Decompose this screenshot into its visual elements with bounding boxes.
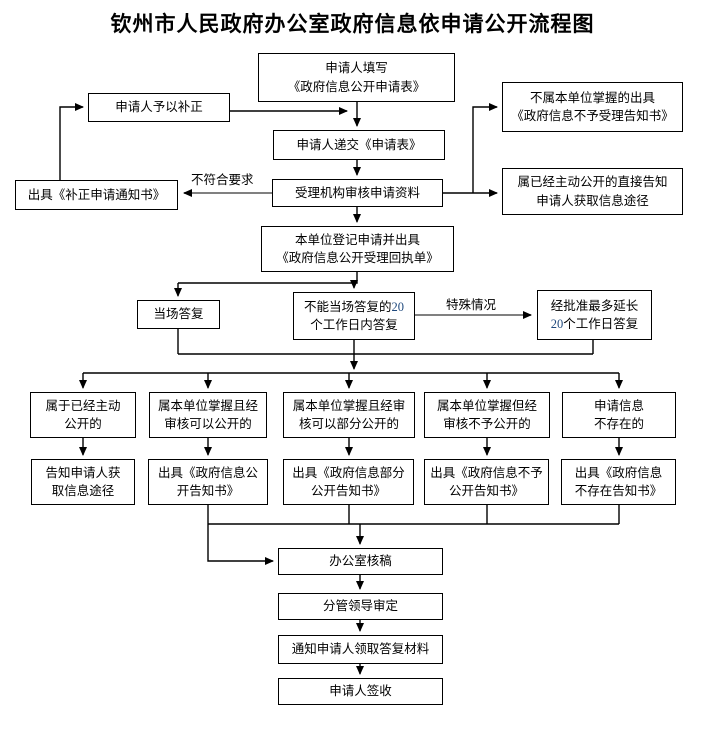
extend-20-post: 个工作日答复 <box>563 317 639 331</box>
black-connectors <box>59 102 623 675</box>
node-out-notexist-notice: 出具《政府信息 不存在告知书》 <box>561 459 676 505</box>
edge-label-not-conforming: 不符合要求 <box>191 173 254 187</box>
node-review-materials: 受理机构审核申请资料 <box>272 179 443 207</box>
extend-20-text: 经批准最多延长 20个工作日答复 <box>551 297 639 333</box>
gray-connectors <box>183 189 532 319</box>
node-already-public-direct-inform: 属已经主动公开的直接告知 申请人获取信息途径 <box>502 168 683 215</box>
node-not-held-notice: 不属本单位掌握的出具 《政府信息不予受理告知书》 <box>502 82 683 132</box>
node-leader-approve: 分管领导审定 <box>278 593 443 620</box>
node-cond-partial-open: 属本单位掌握且经审 核可以部分公开的 <box>283 392 415 438</box>
node-notify-collect: 通知申请人领取答复材料 <box>278 635 443 664</box>
edge-label-special-case: 特殊情况 <box>446 298 497 312</box>
reply-20-pre: 不能当场答复的 <box>303 299 392 314</box>
node-cond-not-open: 属本单位掌握但经 审核不予公开的 <box>424 392 550 438</box>
reply-20-text: 不能当场答复的20 个工作日内答复 <box>304 298 404 334</box>
node-out-partial-notice: 出具《政府信息部分 公开告知书》 <box>283 459 414 505</box>
node-cond-already-public: 属于已经主动 公开的 <box>30 392 136 438</box>
node-cond-not-exist: 申请信息 不存在的 <box>562 392 676 438</box>
node-applicant-correct: 申请人予以补正 <box>88 93 230 122</box>
extend-20-pre: 经批准最多延长 <box>550 298 639 313</box>
reply-20-number: 20 <box>391 299 405 314</box>
node-onspot-reply: 当场答复 <box>137 300 220 329</box>
node-fill-application-form: 申请人填写 《政府信息公开申请表》 <box>258 53 455 102</box>
node-reply-within-20-days: 不能当场答复的20 个工作日内答复 <box>293 292 415 340</box>
node-out-refuse-notice: 出具《政府信息不予 公开告知书》 <box>424 459 549 505</box>
node-register-receipt: 本单位登记申请并出具 《政府信息公开受理回执单》 <box>261 226 454 272</box>
node-out-inform-channel: 告知申请人获 取信息途径 <box>31 459 135 505</box>
page-title: 钦州市人民政府办公室政府信息依申请公开流程图 <box>110 12 595 36</box>
node-submit-form: 申请人递交《申请表》 <box>273 130 445 160</box>
node-out-open-notice: 出具《政府信息公 开告知书》 <box>148 459 268 505</box>
node-office-check: 办公室核稿 <box>278 548 443 575</box>
extend-20-number: 20 <box>550 317 564 331</box>
node-extend-20-days: 经批准最多延长 20个工作日答复 <box>537 290 652 340</box>
reply-20-post: 个工作日内答复 <box>310 318 398 332</box>
node-cond-can-open: 属本单位掌握且经 审核可以公开的 <box>149 392 267 438</box>
node-correction-notice: 出具《补正申请通知书》 <box>15 180 178 210</box>
node-applicant-sign: 申请人签收 <box>278 678 443 705</box>
